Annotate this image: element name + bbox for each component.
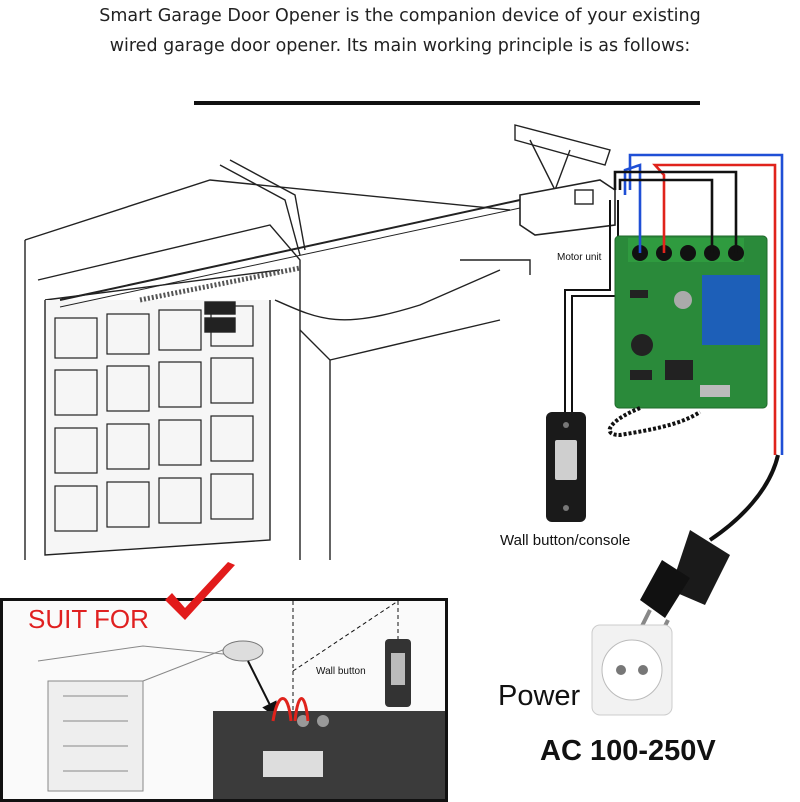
wall-button-label: Wall button/console	[500, 532, 631, 549]
divider-rule	[194, 101, 700, 105]
power-label: Power	[498, 680, 581, 712]
wall-button-console	[546, 412, 586, 522]
wall-button-wires	[564, 200, 619, 415]
relay-board	[614, 235, 768, 409]
inset-wall-button-label: Wall button	[316, 666, 366, 677]
checkmark-icon	[165, 562, 235, 620]
antenna-coil	[607, 406, 702, 438]
power-socket	[591, 624, 673, 716]
power-plug	[638, 454, 780, 641]
motor-unit-label: Motor unit	[557, 252, 602, 263]
garage-door-illustration	[24, 124, 616, 560]
voltage-label: AC 100-250V	[540, 735, 716, 767]
suit-for-title: SUIT FOR	[28, 604, 149, 634]
board-wires	[613, 153, 784, 455]
suit-for-inset	[0, 598, 448, 802]
inset-illustration	[37, 601, 445, 799]
header-line-1: Smart Garage Door Opener is the companio…	[99, 6, 701, 26]
header-line-2: wired garage door opener. Its main worki…	[109, 36, 691, 56]
